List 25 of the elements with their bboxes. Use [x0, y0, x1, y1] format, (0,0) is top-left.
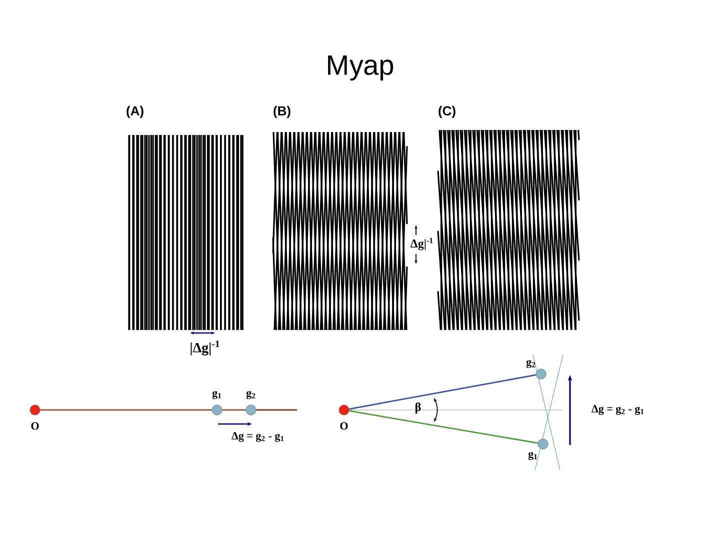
text-label: (B)	[274, 106, 290, 118]
title: Муар	[328, 55, 394, 81]
text-label: (A)	[126, 106, 144, 118]
point-marker	[246, 404, 256, 416]
line	[349, 410, 538, 444]
text-label: Δg|$^{-1}$	[410, 238, 433, 250]
text-label: (C)	[438, 106, 456, 118]
point-marker	[538, 438, 548, 450]
point-label: O	[31, 422, 39, 430]
point-marker	[30, 404, 40, 416]
point-marker	[536, 368, 546, 380]
point-label: g$_{1}$	[212, 390, 222, 400]
point-marker	[212, 404, 222, 416]
point-marker	[338, 404, 350, 416]
point-label: g$_{2}$	[246, 390, 256, 400]
text-label: Δg = g$_{2}$ - g$_{1}$	[232, 432, 284, 442]
text-label: |Δg|$^{-1}$	[190, 340, 220, 356]
point-label: O	[340, 422, 348, 430]
point-label: g$_{1}$	[528, 452, 538, 460]
line	[349, 374, 536, 410]
text-label: β	[416, 402, 421, 414]
line	[40, 409, 212, 411]
text-label: Δg = g$_{2}$ - g$_{1}$	[592, 405, 644, 415]
point-label: g$_{2}$	[526, 360, 536, 368]
line	[222, 409, 246, 411]
